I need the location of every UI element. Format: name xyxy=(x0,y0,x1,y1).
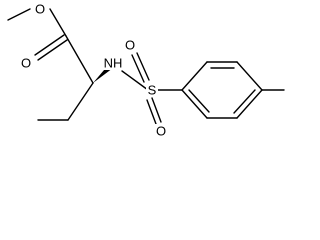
ring-bond-3 xyxy=(236,61,263,91)
sulfonyl-o-bottom-bg xyxy=(155,124,168,138)
sulfur-label: S xyxy=(148,83,157,98)
ring-bond-6 xyxy=(181,89,208,119)
bond-carbonyl-double-1 xyxy=(34,34,65,56)
ring-inner-double-3 xyxy=(188,89,210,113)
amine-bg xyxy=(102,56,124,70)
atom-layer: O O NH S O O xyxy=(20,2,168,139)
ring-bond-1 xyxy=(181,61,208,91)
bond-s-n xyxy=(121,70,149,91)
amine-nh-label: NH xyxy=(104,56,123,71)
ring-inner-double-2 xyxy=(233,89,256,114)
ester-o-bg xyxy=(34,2,47,16)
sulfur-bg xyxy=(146,83,158,97)
bond-ester-o-carbonyl-c xyxy=(49,8,67,37)
molecule-diagram: O O NH S O O xyxy=(7,2,285,139)
bond-s-o-top-1 xyxy=(131,54,145,83)
sulfonyl-oxygen-top-label: O xyxy=(125,38,135,53)
carbonyl-oxygen-label: O xyxy=(21,56,31,71)
carbonyl-o-bg xyxy=(20,56,33,70)
sulfonyl-o-top-bg xyxy=(124,38,137,52)
bond-carbonyl-double-2 xyxy=(37,39,68,61)
ring-bond-4 xyxy=(236,89,263,119)
bond-layer xyxy=(7,8,285,125)
ester-oxygen-label: O xyxy=(35,2,45,17)
bond-s-o-top-2 xyxy=(136,52,150,81)
sulfonyl-oxygen-bottom-label: O xyxy=(156,124,166,139)
bond-methyl-ester-o xyxy=(7,8,31,21)
bond-alpha-ch2 xyxy=(67,82,94,121)
bond-carbonyl-alpha xyxy=(65,35,94,84)
bond-s-o-bottom-1 xyxy=(146,99,157,125)
bond-s-o-bottom-2 xyxy=(151,97,162,123)
